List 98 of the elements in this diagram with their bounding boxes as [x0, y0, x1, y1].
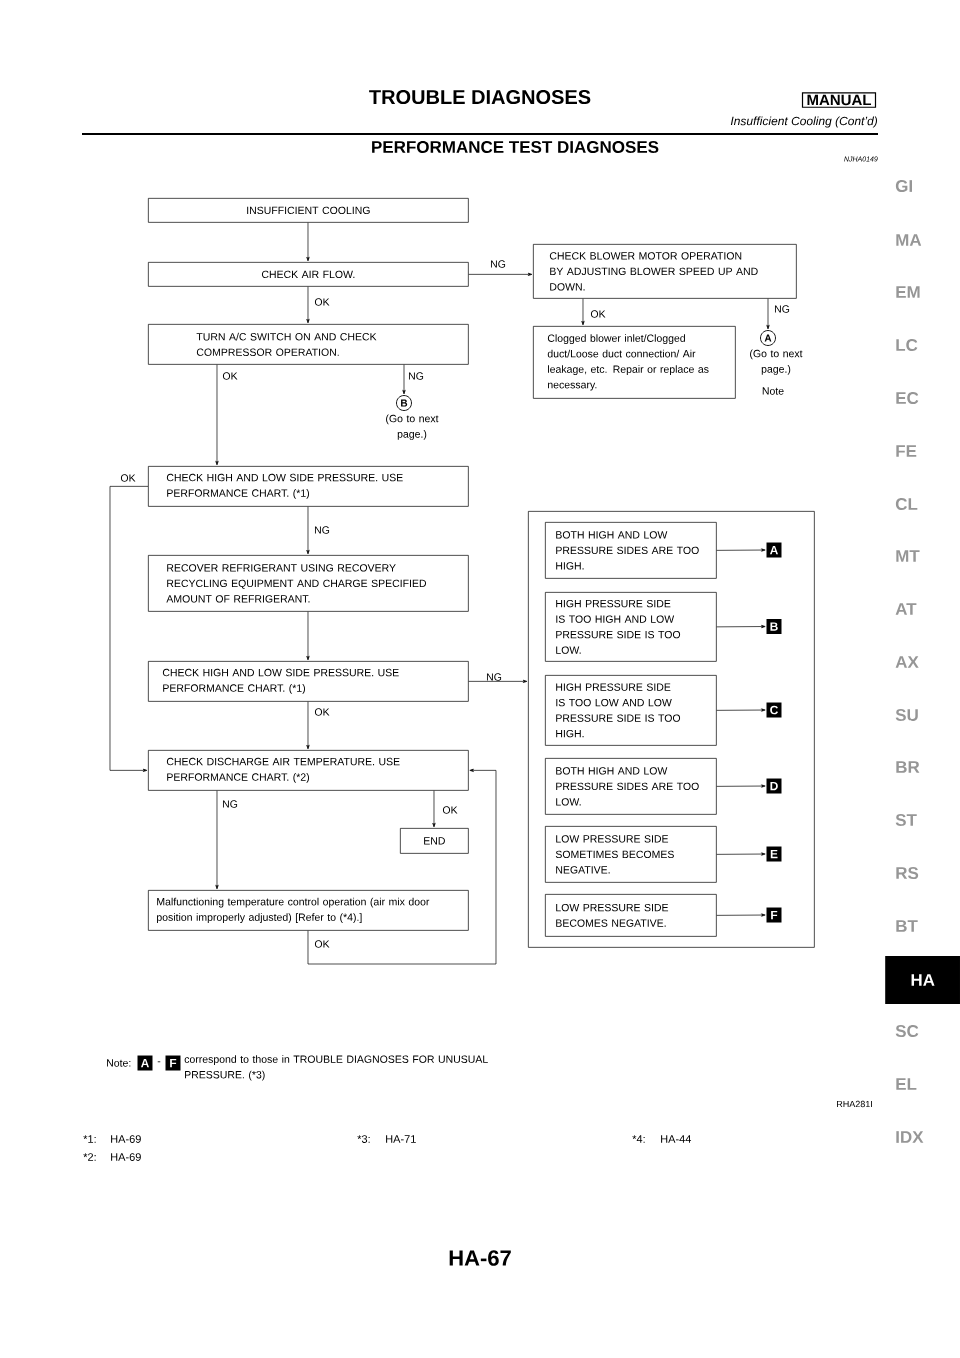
edge-label: OK	[442, 806, 458, 814]
active-tab: HA	[885, 956, 960, 1004]
process-box: RECOVER REFRIGERANT USING RECOVERY RECYCLING EQUIPMENT AND CHARGE SPECIFIED AMOUNT OF REFRIGERANT.	[148, 555, 469, 612]
arrow	[306, 611, 310, 661]
edge-label: OK	[314, 940, 330, 948]
footnote-mark: *3:	[357, 1135, 370, 1143]
condition-box: LOW PRESSURE SIDE BECOMES NEGATIVE.	[545, 894, 717, 937]
note-text: (Go to next page.)	[750, 349, 803, 375]
page-reference: HA-69	[111, 1135, 141, 1143]
condition-box: HIGH PRESSURE SIDE IS TOO HIGH AND LOW PRESSURE SIDE IS TOO LOW.	[545, 592, 717, 662]
letter-tag: B	[766, 619, 782, 634]
letter-tag: A	[766, 542, 782, 558]
letter-tag: D	[766, 778, 782, 794]
letter-tag: E	[766, 846, 782, 862]
arrow	[468, 272, 533, 276]
page-heading: TROUBLE DIAGNOSES	[369, 89, 591, 105]
arrow	[716, 548, 766, 552]
arrow	[766, 298, 770, 330]
edge-label: OK	[314, 708, 330, 716]
process-box: TURN A/C SWITCH ON AND CHECK COMPRESSOR OPERATION.	[148, 324, 469, 365]
tab-label: AX	[895, 656, 919, 668]
arrow	[468, 679, 528, 683]
edge-label: OK	[222, 372, 238, 380]
arrow	[716, 852, 766, 856]
section-heading: PERFORMANCE TEST DIAGNOSES	[372, 141, 659, 154]
tab-label: AT	[895, 603, 917, 615]
tab-label: SU	[895, 709, 918, 722]
letter-tag: C	[766, 702, 782, 718]
edge-label: NG	[315, 526, 330, 534]
tab-label: IDX	[896, 1131, 924, 1143]
tab-label: ST	[895, 814, 917, 827]
edge-label: NG	[223, 800, 238, 808]
condition-box: BOTH HIGH AND LOW PRESSURE SIDES ARE TOO LOW.	[545, 758, 717, 815]
process-box: CHECK HIGH AND LOW SIDE PRESSURE. USE PERFORMANCE CHART. (*1)	[148, 466, 469, 507]
note-text: correspond to those in TROUBLE DIAGNOSES FOR UNUSUAL PRESSURE. (*3)	[184, 1055, 488, 1081]
arrow	[307, 768, 497, 965]
end-box: END	[400, 828, 469, 854]
tab-label: RS	[896, 867, 919, 880]
note-text: (Go to next page.)	[386, 414, 439, 440]
process-box: CHECK DISCHARGE AIR TEMPERATURE. USE PERFORMANCE CHART. (*2)	[148, 750, 469, 791]
page-reference: HA-69	[111, 1153, 141, 1161]
edge-label: OK	[590, 310, 606, 318]
arrow	[306, 222, 310, 262]
subheading: Insufficient Cooling (Cont’d)	[730, 116, 878, 128]
edge-label: NG	[487, 673, 502, 681]
tab-label: MT	[896, 550, 920, 562]
edge-label: NG	[491, 260, 506, 268]
footnote-mark: *4:	[632, 1135, 645, 1143]
arrow	[215, 364, 219, 466]
page-reference: HA-71	[386, 1135, 416, 1143]
edge-label: NG	[409, 372, 424, 380]
footnote-mark: *1:	[83, 1135, 96, 1143]
process-box: Malfunctioning temperature control operation (air mix door position improperly adjusted) [Refer to (*4).]	[148, 890, 469, 931]
tab-label: LC	[896, 339, 918, 352]
group-frame	[528, 511, 815, 948]
dash: -	[157, 1061, 161, 1063]
process-box: CHECK HIGH AND LOW SIDE PRESSURE. USE PERFORMANCE CHART. (*1)	[148, 661, 469, 702]
process-box: CHECK AIR FLOW.	[148, 262, 469, 287]
result-box: Clogged blower inlet/Clogged duct/Loose duct connection/ Air leakage, etc. Repair or replace as necessary.	[533, 326, 736, 399]
arrow	[215, 790, 219, 890]
tab-label: MA	[896, 234, 922, 246]
process-box: INSUFFICIENT COOLING	[148, 198, 469, 223]
tab-label: GI	[895, 180, 912, 193]
condition-box: HIGH PRESSURE SIDE IS TOO LOW AND LOW PRESSURE SIDE IS TOO HIGH.	[545, 675, 717, 746]
tab-label: BR	[896, 761, 920, 773]
letter-tag: F	[766, 907, 782, 923]
manual-badge: MANUAL	[801, 92, 877, 108]
arrow	[432, 790, 436, 828]
arrow	[109, 486, 149, 772]
edge-label: OK	[120, 474, 136, 482]
arrow	[306, 506, 310, 555]
arrow	[716, 913, 766, 917]
tab-label: SC	[895, 1025, 919, 1038]
arrow	[716, 708, 766, 712]
arrow	[306, 286, 310, 324]
edge-label: NG	[775, 305, 790, 313]
tab-label: CL	[895, 498, 918, 511]
tab-label: EC	[896, 392, 919, 405]
process-box: CHECK BLOWER MOTOR OPERATION BY ADJUSTING BLOWER SPEED UP AND DOWN.	[533, 244, 797, 299]
footnote-mark: *2:	[83, 1153, 96, 1161]
arrow	[402, 364, 406, 395]
tab-label: EL	[896, 1078, 917, 1090]
condition-box: BOTH HIGH AND LOW PRESSURE SIDES ARE TOO HIGH.	[545, 522, 717, 579]
letter-tag: A	[137, 1055, 153, 1071]
arrow	[581, 298, 585, 326]
tab-label: BT	[896, 920, 918, 932]
page-number: HA-67	[449, 1250, 511, 1266]
letter-tag: F	[165, 1055, 181, 1071]
arrow	[716, 784, 766, 788]
tab-label: EM	[896, 286, 920, 298]
note-text: Note	[762, 387, 784, 395]
figure-code: RHA281I	[837, 1100, 872, 1108]
page-reference: HA-44	[661, 1135, 692, 1143]
condition-box: LOW PRESSURE SIDE SOMETIMES BECOMES NEGATIVE.	[545, 826, 717, 883]
tab-label: FE	[896, 445, 917, 457]
arrow	[306, 701, 310, 750]
edge-label: OK	[314, 298, 330, 306]
arrow	[716, 624, 766, 629]
